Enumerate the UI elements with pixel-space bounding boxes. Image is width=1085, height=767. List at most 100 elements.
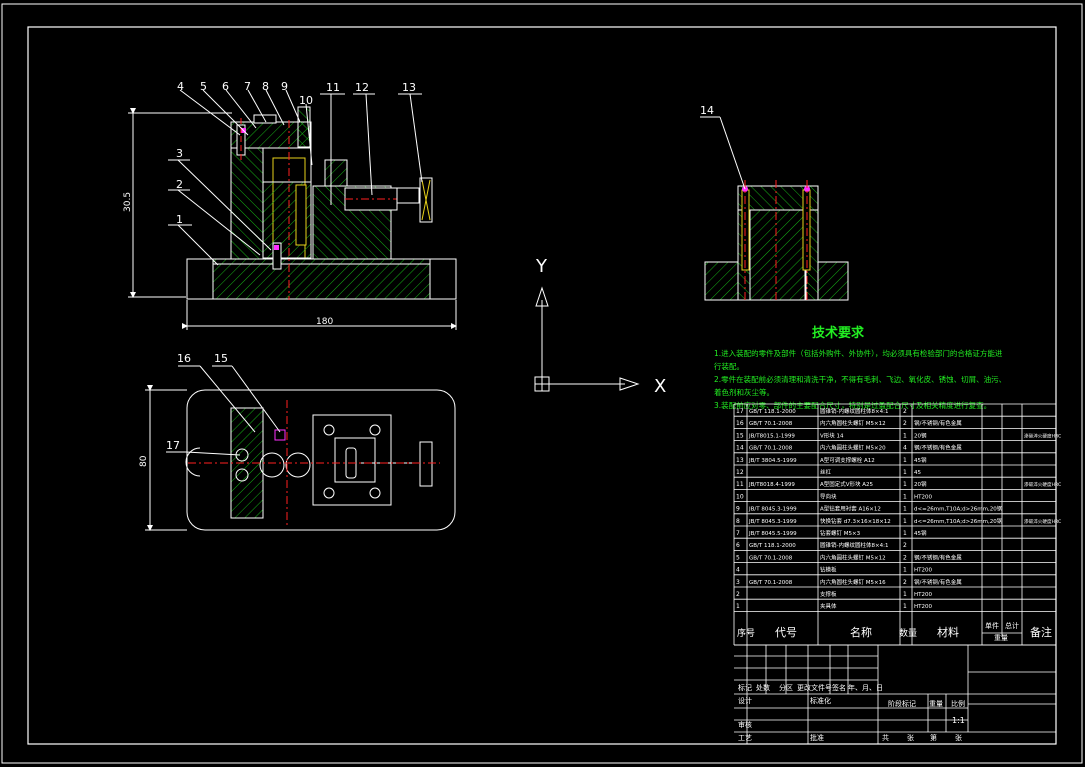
bom-cell-qty: 2: [903, 579, 907, 586]
notes-line-1: 1.进入装配的零件及部件（包括外购件、外协件），均必须具有检验部门的合格证方能进: [714, 348, 1003, 358]
front-view: [186, 106, 457, 300]
bom-cell-material: 钢/不锈钢/有色金属: [914, 553, 962, 561]
bom-cell-material: 钢/不锈钢/有色金属: [914, 419, 962, 427]
callout-14: 14: [700, 104, 714, 117]
front-view-annotations: [128, 89, 457, 330]
bom-cell-material: 45钢: [914, 456, 927, 464]
outer-frame: [1, 3, 1083, 764]
callout-11: 11: [326, 81, 340, 94]
tb-approve: 批准: [810, 733, 824, 742]
tb-scale-value: 1:1: [952, 716, 965, 725]
bom-cell-qty: 2: [903, 542, 907, 549]
bom-header-name: 名称: [850, 625, 872, 639]
bom-cell-qty: 1: [903, 469, 907, 476]
bom-cell-qty: 1: [903, 481, 907, 488]
bom-cell-material: 45钢: [914, 529, 927, 537]
tb-process: 工艺: [738, 734, 752, 742]
bom-cell-name: A型钻套用衬套 A16×12: [820, 505, 881, 513]
callout-7: 7: [244, 80, 251, 93]
bom-cell-no: 3: [736, 579, 740, 586]
bom-cell-code: JB/T8018.4-1999: [748, 482, 795, 488]
bom-header-material: 材料: [937, 625, 959, 639]
bom-cell-name: 内六角圆柱头螺钉 M5×16: [820, 578, 886, 586]
tb-zone: 分区: [779, 683, 793, 692]
bom-cell-no: 11: [736, 481, 744, 488]
bom-cell-name: 丝杠: [820, 468, 832, 476]
bom-cell-code: GB/T 70.1-2008: [749, 446, 793, 452]
bom-cell-code: JB/T 3804.5-1999: [748, 458, 797, 464]
callout-15: 15: [214, 352, 228, 365]
notes-line-5: 3.装配前应对零、部件的主要配合尺寸，特别是过盈配合尺寸及相关精度进行复查。: [714, 400, 991, 410]
tb-review: 审核: [738, 720, 752, 729]
bom-header-total: 总计: [1005, 621, 1019, 630]
bom-cell-name: V形块 14: [820, 431, 844, 439]
bom-cell-name: 圆锥销-内螺纹圆柱体8×4:1: [820, 407, 888, 415]
callout-12: 12: [355, 81, 369, 94]
bom-cell-no: 17: [736, 408, 744, 415]
callout-13: 13: [402, 81, 416, 94]
bom-cell-no: 16: [736, 420, 744, 427]
bom-cell-qty: 2: [903, 554, 907, 561]
bom-cell-code: JB/T 8045.3-1999: [748, 519, 797, 525]
ucs-x-label: X: [654, 376, 666, 397]
bom-cell-no: 1: [736, 603, 740, 610]
tb-total: 共: [882, 733, 889, 742]
bom-cell-code: GB/T 118.1-2000: [749, 409, 796, 415]
bom-cell-qty: 1: [903, 530, 907, 537]
bom-cell-name: A型可调支撑螺栓 A12: [820, 456, 875, 464]
bom-cell-material: HT200: [914, 604, 932, 610]
side-view: [700, 116, 849, 302]
bom-cell-name: 内六角圆柱头螺钉 M5×12: [820, 553, 886, 561]
tb-date: 年、月、日: [848, 683, 883, 692]
bom-cell-no: 10: [736, 493, 744, 500]
bom-cell-no: 2: [736, 591, 740, 598]
bom-cell-material: 45: [914, 470, 921, 476]
bom-cell-material: d<=26mm,T10A;d>26mm,20钢: [914, 505, 1003, 513]
bom-cell-material: 钢/不锈钢/有色金属: [914, 444, 962, 452]
callout-1: 1: [176, 213, 183, 226]
bom-cell-qty: 1: [903, 518, 907, 525]
bom-cell-no: 15: [736, 432, 744, 439]
bom-cell-no: 13: [736, 457, 744, 464]
tb-standard: 标准化: [810, 696, 831, 705]
bom-cell-material: 20钢: [914, 431, 927, 439]
ucs-icon: [534, 286, 640, 392]
bom-cell-code: GB/T 70.1-2008: [749, 555, 793, 561]
width-dimension: 180: [316, 317, 333, 327]
height-dimension: 30.5: [123, 192, 133, 212]
bom-cell-name: 内六角圆柱头螺钉 M5×20: [820, 444, 886, 452]
bom-cell-name: 快换钻套 d7.3×16×18×12: [820, 517, 891, 525]
callout-8: 8: [262, 80, 269, 93]
top-view: [145, 365, 456, 531]
tb-stage-mark: 阶段标记: [888, 699, 916, 708]
bom-cell-remark: 渗碳淬火硬度HRC: [1024, 481, 1061, 488]
bom-cell-no: 6: [736, 542, 740, 549]
bom-cell-name: A型固定式V形块 A25: [820, 480, 874, 488]
bom-cell-qty: 2: [903, 408, 907, 415]
bom-cell-no: 9: [736, 506, 740, 513]
callout-17: 17: [166, 439, 180, 452]
bom-cell-code: GB/T 70.1-2008: [749, 421, 793, 427]
bom-cell-code: GB/T 70.1-2008: [749, 580, 793, 586]
bom-cell-no: 4: [736, 567, 740, 574]
bom-header-no: 序号: [737, 627, 755, 639]
bom-cell-qty: 1: [903, 457, 907, 464]
callout-6: 6: [222, 80, 229, 93]
tb-design: 设计: [738, 696, 752, 705]
bom-cell-no: 8: [736, 518, 740, 525]
bom-cell-code: JB/T 8045.3-1999: [748, 507, 797, 513]
bom-cell-material: HT200: [914, 568, 932, 574]
tb-sheets: 张: [907, 733, 914, 742]
bom-header-weight: 重量: [994, 634, 1008, 642]
bom-cell-code: JB/T 8045.5-1999: [748, 531, 797, 537]
callout-16: 16: [177, 352, 191, 365]
bom-cell-name: 钻套螺钉 M5×3: [820, 529, 861, 537]
bom-cell-material: 20钢: [914, 480, 927, 488]
bom-cell-code: JB/T8015.1-1999: [748, 433, 795, 439]
tb-page: 第: [930, 733, 937, 742]
ucs-y-label: Y: [535, 256, 548, 277]
callout-10: 10: [299, 94, 313, 107]
bom-cell-name: 钻模板: [820, 566, 837, 574]
